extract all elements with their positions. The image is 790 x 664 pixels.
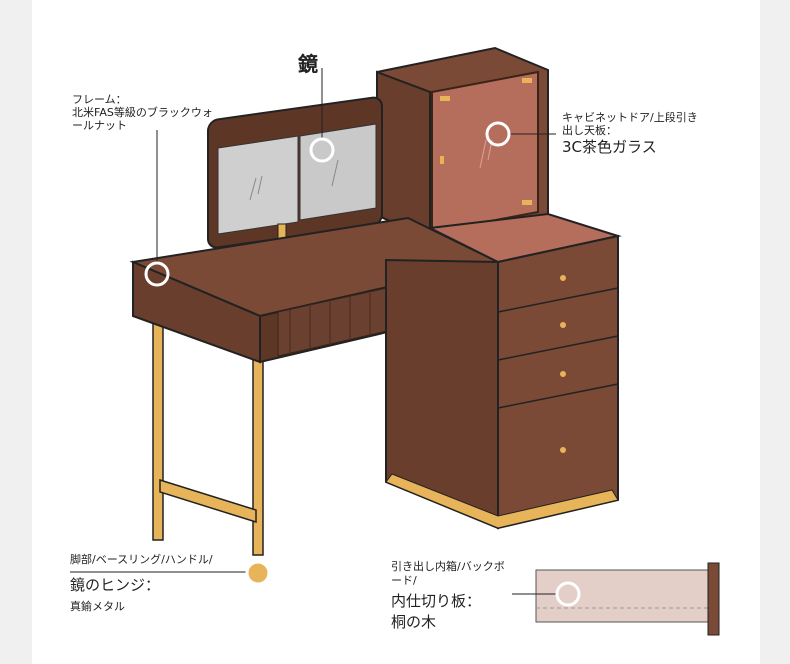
mirror-label: 鏡	[298, 52, 318, 76]
drawer-label-line4: 桐の木	[391, 613, 437, 631]
drawer-tower	[385, 212, 622, 530]
drawer-inner-box	[535, 562, 720, 636]
mirror	[207, 96, 383, 249]
cabinet-label-line2: 出し天板：	[562, 124, 617, 137]
desk-legs	[152, 317, 264, 556]
frame-callout-marker	[144, 261, 170, 287]
drawer-callout-marker	[555, 581, 581, 607]
mirror-callout-marker	[309, 137, 335, 163]
legs-label-line1: 脚部/ベースリング/ハンドル/	[70, 553, 213, 566]
frame-label-line3: ールナット	[72, 119, 127, 132]
brass-callout-marker	[245, 560, 271, 586]
upper-cabinet	[376, 46, 549, 242]
frame-label-line2: 北米FAS等級のブラックウォ	[72, 106, 213, 119]
cabinet-callout-marker	[485, 121, 511, 147]
cabinet-label-line1: キャビネットドア/上段引き	[562, 111, 698, 124]
legs-label-line3: 真鍮メタル	[70, 600, 125, 613]
drawer-label-line1: 引き出し内箱/バックボ	[391, 560, 505, 573]
cabinet-glass-door	[431, 70, 539, 234]
drawer-label-line3: 内仕切り板：	[391, 592, 482, 610]
frame-label-line1: フレーム：	[72, 93, 127, 106]
drawer-label-line2: ード/	[391, 574, 417, 587]
leader-lines	[70, 68, 556, 595]
cabinet-label-line3: 3C茶色ガラス	[562, 138, 657, 156]
legs-label-line2: 鏡のヒンジ：	[70, 576, 161, 594]
